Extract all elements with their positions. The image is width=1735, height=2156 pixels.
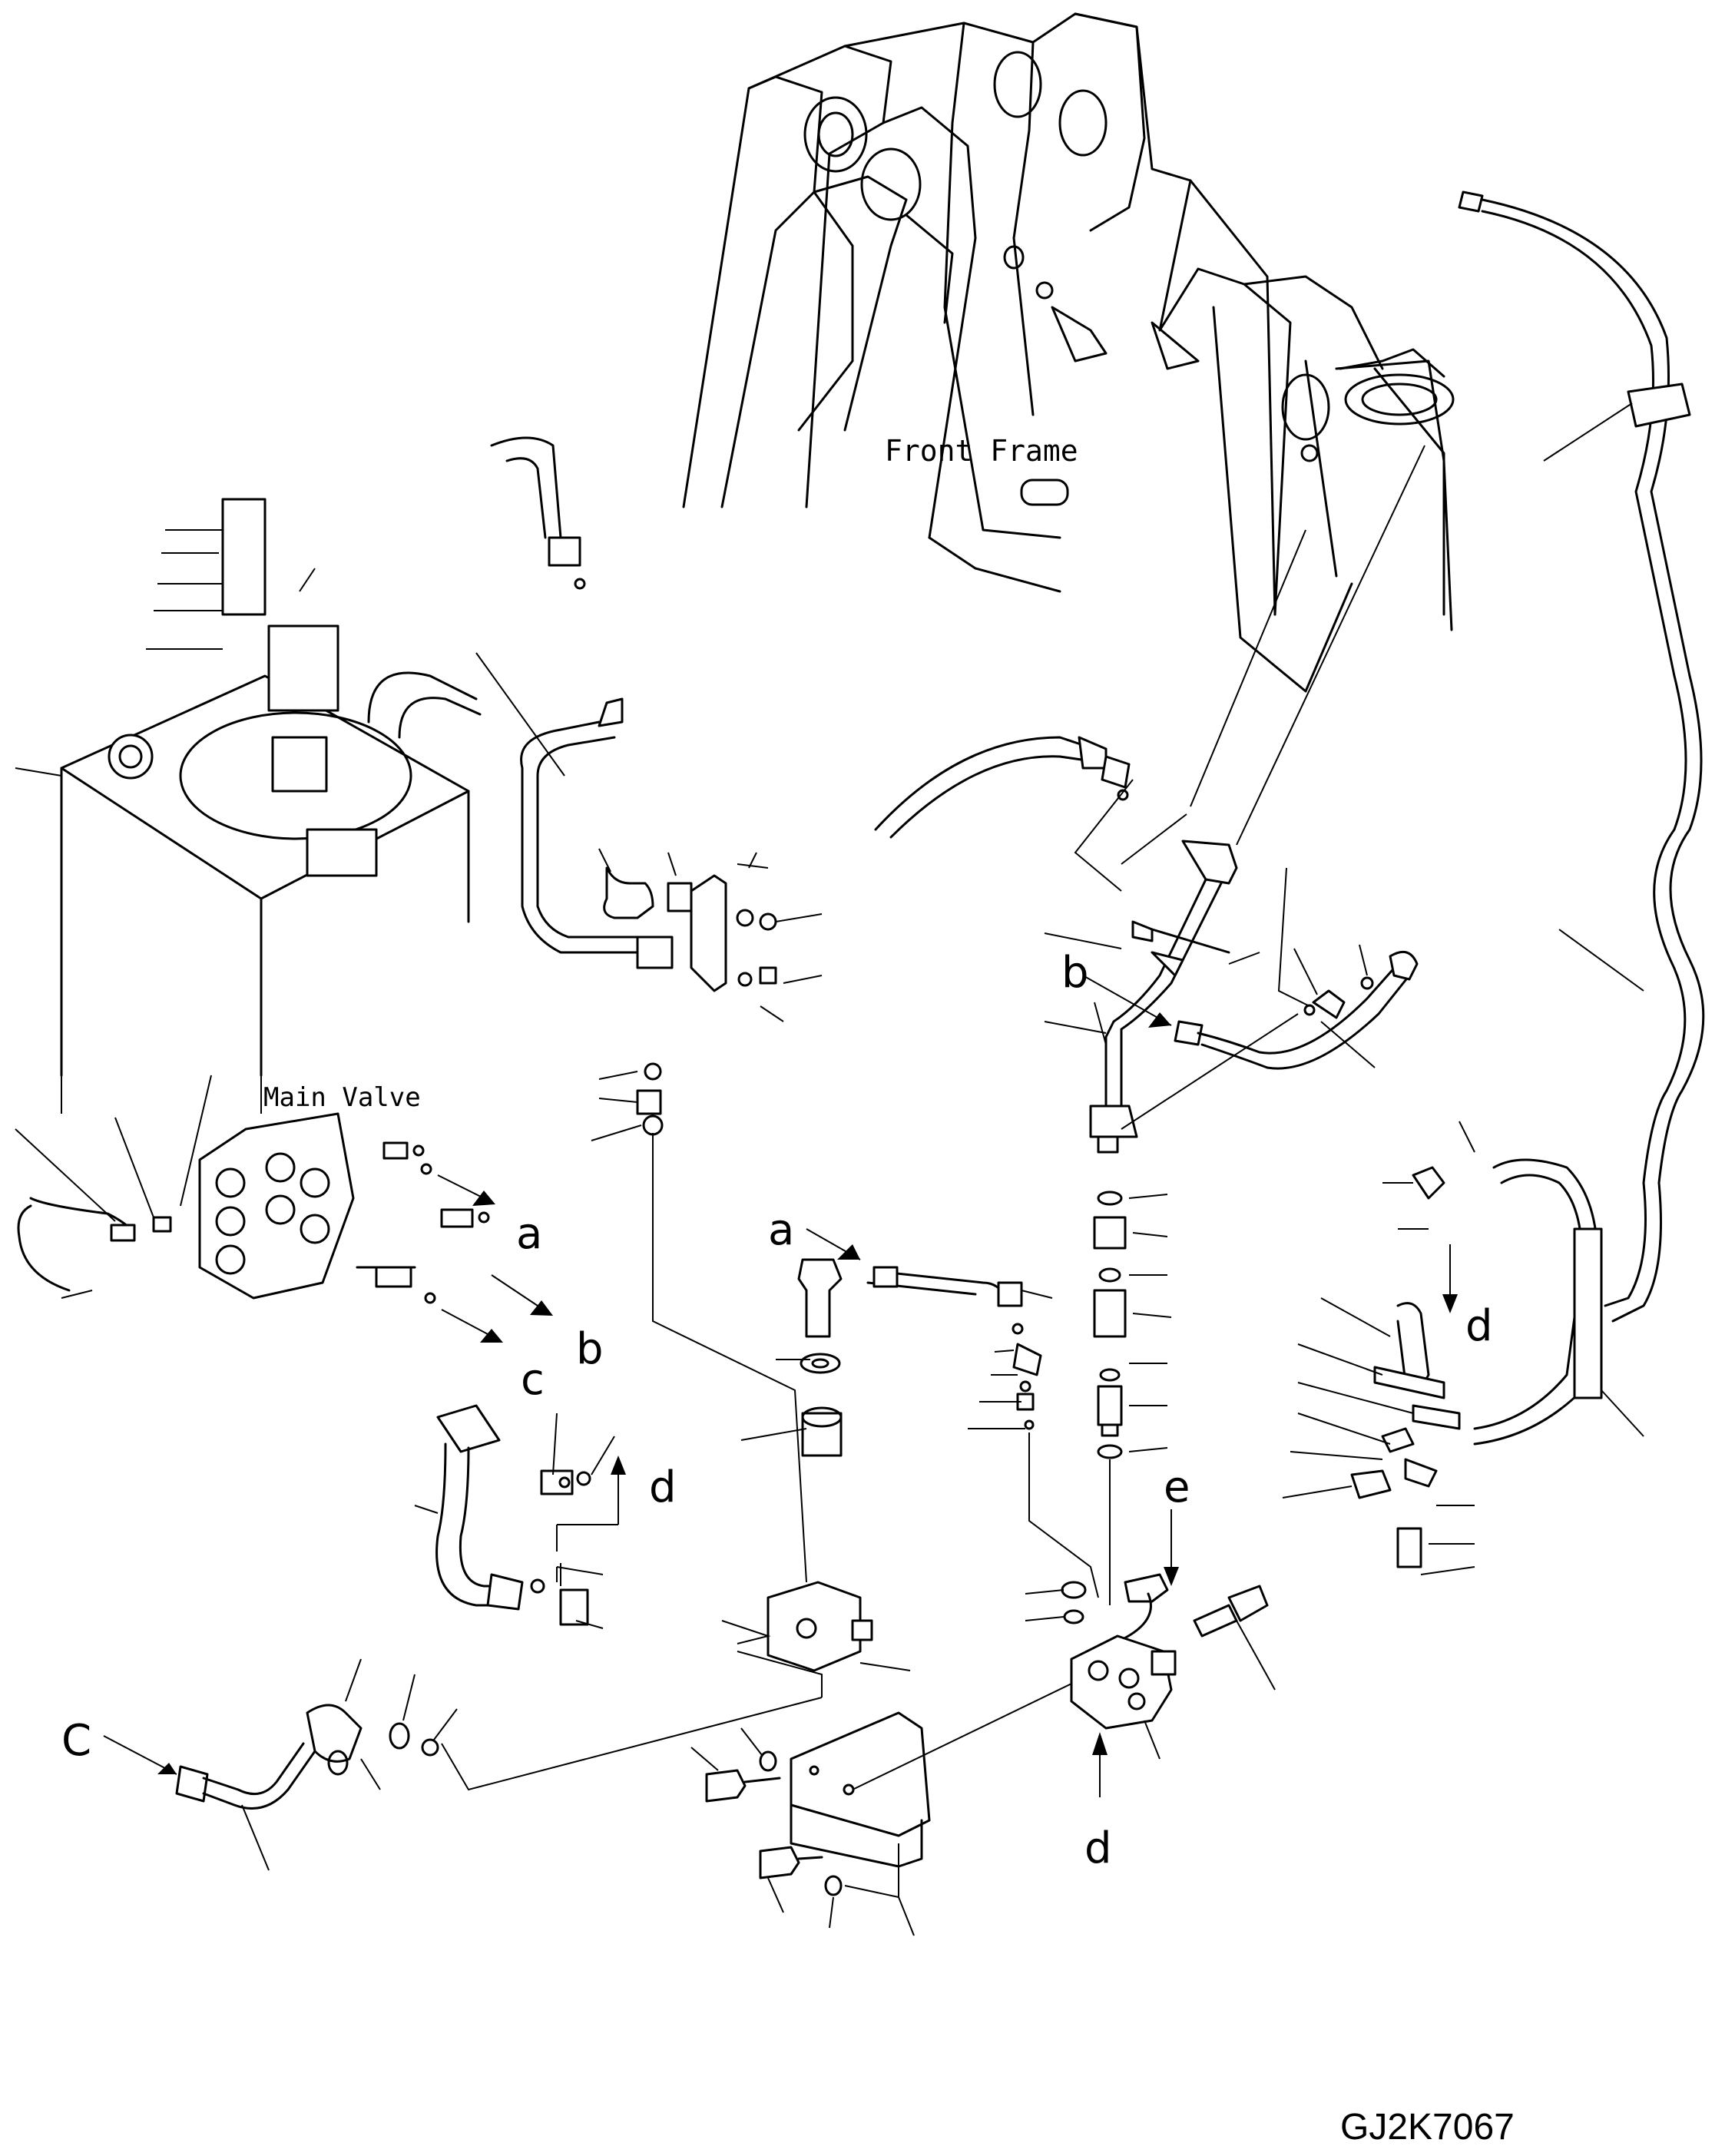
front-frame: Front Frame (682, 12, 1455, 693)
arrow-label-d-bottom: d (1084, 1823, 1112, 1873)
arrow-label-c-main: c (521, 1355, 545, 1405)
main-valve: Main Valve (15, 1075, 490, 1304)
right-hoses: d (1282, 190, 1705, 1575)
arrow-label-c-bottom: C (61, 1716, 91, 1766)
tube-left-lower: d (414, 1404, 911, 1697)
main-valve-arrows: a b c (437, 1174, 604, 1405)
front-frame-label: Front Frame (885, 434, 1078, 468)
main-valve-label: Main Valve (263, 1082, 421, 1113)
bracket (690, 1674, 1091, 1936)
drawing-code: GJ2K7067 (1340, 2107, 1515, 2148)
arrow-label-d-left: d (649, 1462, 677, 1512)
hydraulic-tank (15, 498, 482, 1114)
center-fittings: a (740, 1205, 1099, 1598)
arrow-label-a-mid: a (768, 1205, 794, 1255)
arrow-label-a-main: a (516, 1209, 542, 1259)
elbow-c: C (61, 1658, 823, 1871)
arrow-label-d-right: d (1465, 1301, 1493, 1351)
arrow-label-e: e (1164, 1462, 1190, 1512)
arrow-label-b-right: b (1061, 948, 1089, 998)
arrow-label-b-main: b (576, 1324, 604, 1374)
tube-right: b e (874, 445, 1425, 1873)
tube-left-upper (475, 436, 823, 1583)
